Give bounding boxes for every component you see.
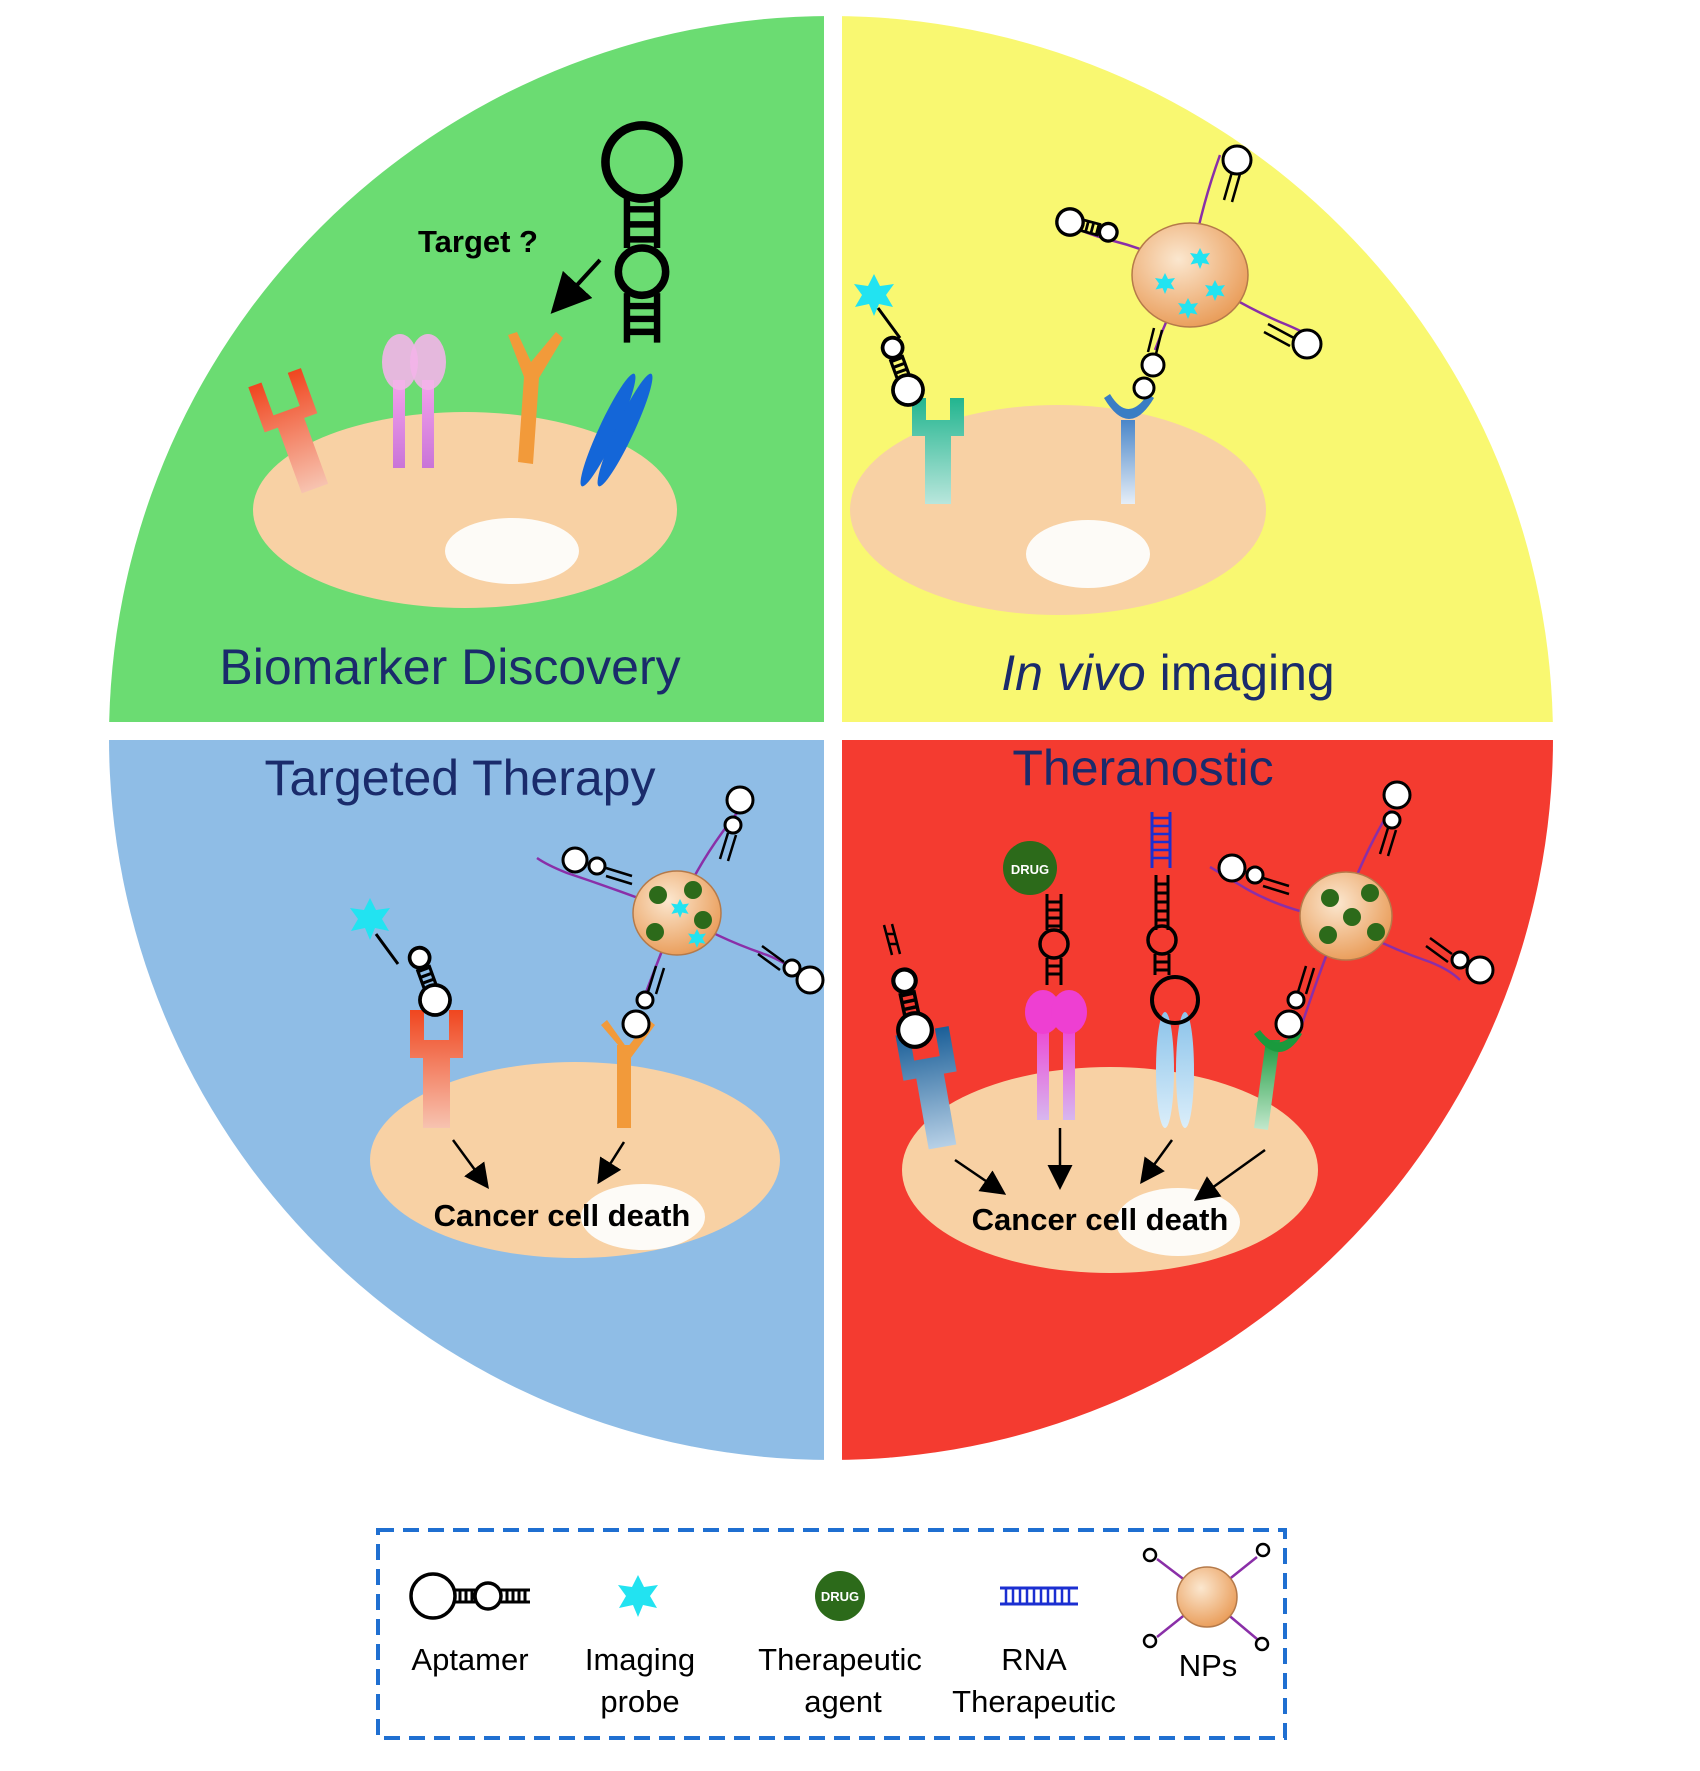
legend-aptamer-icon [409,1572,530,1620]
nanoparticle [1052,144,1323,400]
quadrant-imaging: In vivo imaging [850,144,1335,701]
quadrant-theranostic: Theranostic DRUG [882,740,1495,1273]
quadrant-therapy: Targeted Therapy [265,750,825,1258]
nucleus [581,1184,705,1250]
legend-imaging-label-1: Imaging [585,1642,695,1677]
nucleus [445,518,579,584]
legend-imaging-probe-icon [618,1575,658,1617]
legend-aptamer-label: Aptamer [411,1642,528,1677]
quadrant-backgrounds [109,16,1553,1460]
drug-icon [1003,841,1057,895]
legend-therapeutic-label-2: agent [804,1684,882,1719]
nucleus [1116,1188,1240,1256]
receptor-blue [580,373,653,487]
target-arrow [550,258,602,314]
receptor-magenta [1025,990,1087,1120]
receptor-orange [508,332,563,464]
therapy-note: Cancer cell death [434,1198,691,1233]
legend: Aptamer Imaging probe DRUG Therapeutic a… [376,1528,1287,1740]
legend-rna-label-1: RNA [1001,1642,1067,1677]
target-question: Target ? [418,224,538,259]
nanoparticle [536,785,825,1039]
legend-nps-icon [1142,1542,1271,1652]
receptor-green [1254,1030,1302,1130]
receptor-red [248,368,329,494]
receptor-red [410,1010,463,1128]
legend-drug-badge: DRUG [821,1589,859,1604]
nanoparticle [1209,780,1495,1039]
imaging-title: In vivo imaging [1001,645,1335,701]
theranostic-note: Cancer cell death [972,1202,1229,1237]
receptor-pink [382,334,446,468]
nucleus [1026,520,1150,588]
drug-label: DRUG [1011,862,1049,877]
legend-therapeutic-label-1: Therapeutic [758,1642,922,1677]
therapy-title: Targeted Therapy [265,750,656,806]
rna-therapeutic-icon [1150,812,1172,868]
cell [850,405,1266,615]
legend-therapeutic-agent-icon [815,1571,865,1621]
quadrant-imaging-bg [842,16,1553,722]
legend-imaging-label-2: probe [600,1684,679,1719]
quadrant-biomarker-bg [109,16,824,722]
legend-rna-therapeutic-icon [1000,1586,1078,1606]
legend-border [376,1528,1287,1740]
biomarker-title: Biomarker Discovery [219,639,680,695]
legend-nps-label: NPs [1179,1648,1238,1683]
quadrant-biomarker: Target ? Biomarker Discovery [219,125,680,695]
receptor-lightblue [1104,394,1154,504]
theranostic-title: Theranostic [1012,740,1273,796]
legend-rna-label-2: Therapeutic [952,1684,1116,1719]
receptor-darkblue [895,1026,957,1150]
cell [902,1067,1318,1273]
receptor-lightblue [1156,1012,1194,1128]
receptor-teal [912,398,964,504]
